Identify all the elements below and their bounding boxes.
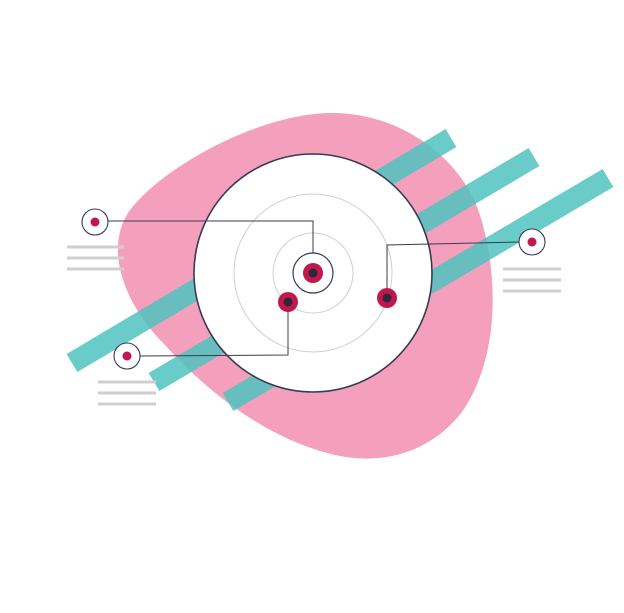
inner-point-left-core (283, 297, 293, 307)
callout-dot-bottom-left (122, 351, 132, 361)
target-icon (292, 252, 334, 294)
inner-point-right-core (382, 293, 392, 303)
connector-lines (108, 220, 520, 357)
connector-right (386, 241, 520, 298)
ring-dot-icon-right (518, 228, 546, 256)
caption-lines-right (503, 267, 561, 293)
ring-dot-icon-top-left (81, 208, 109, 236)
callout-dot-right (527, 237, 537, 247)
caption-lines-bottom-left (98, 380, 156, 406)
ring-dot-icon-bottom-left (113, 342, 141, 370)
callout-dot-top-left (90, 217, 100, 227)
inner-point-right (377, 288, 397, 308)
inner-point-left (278, 292, 298, 312)
outer-ring (233, 193, 393, 353)
caption-lines-left (67, 245, 124, 271)
target-icon-core (308, 268, 318, 278)
connector-top-left (108, 220, 314, 262)
connector-bottom-left (139, 303, 289, 357)
